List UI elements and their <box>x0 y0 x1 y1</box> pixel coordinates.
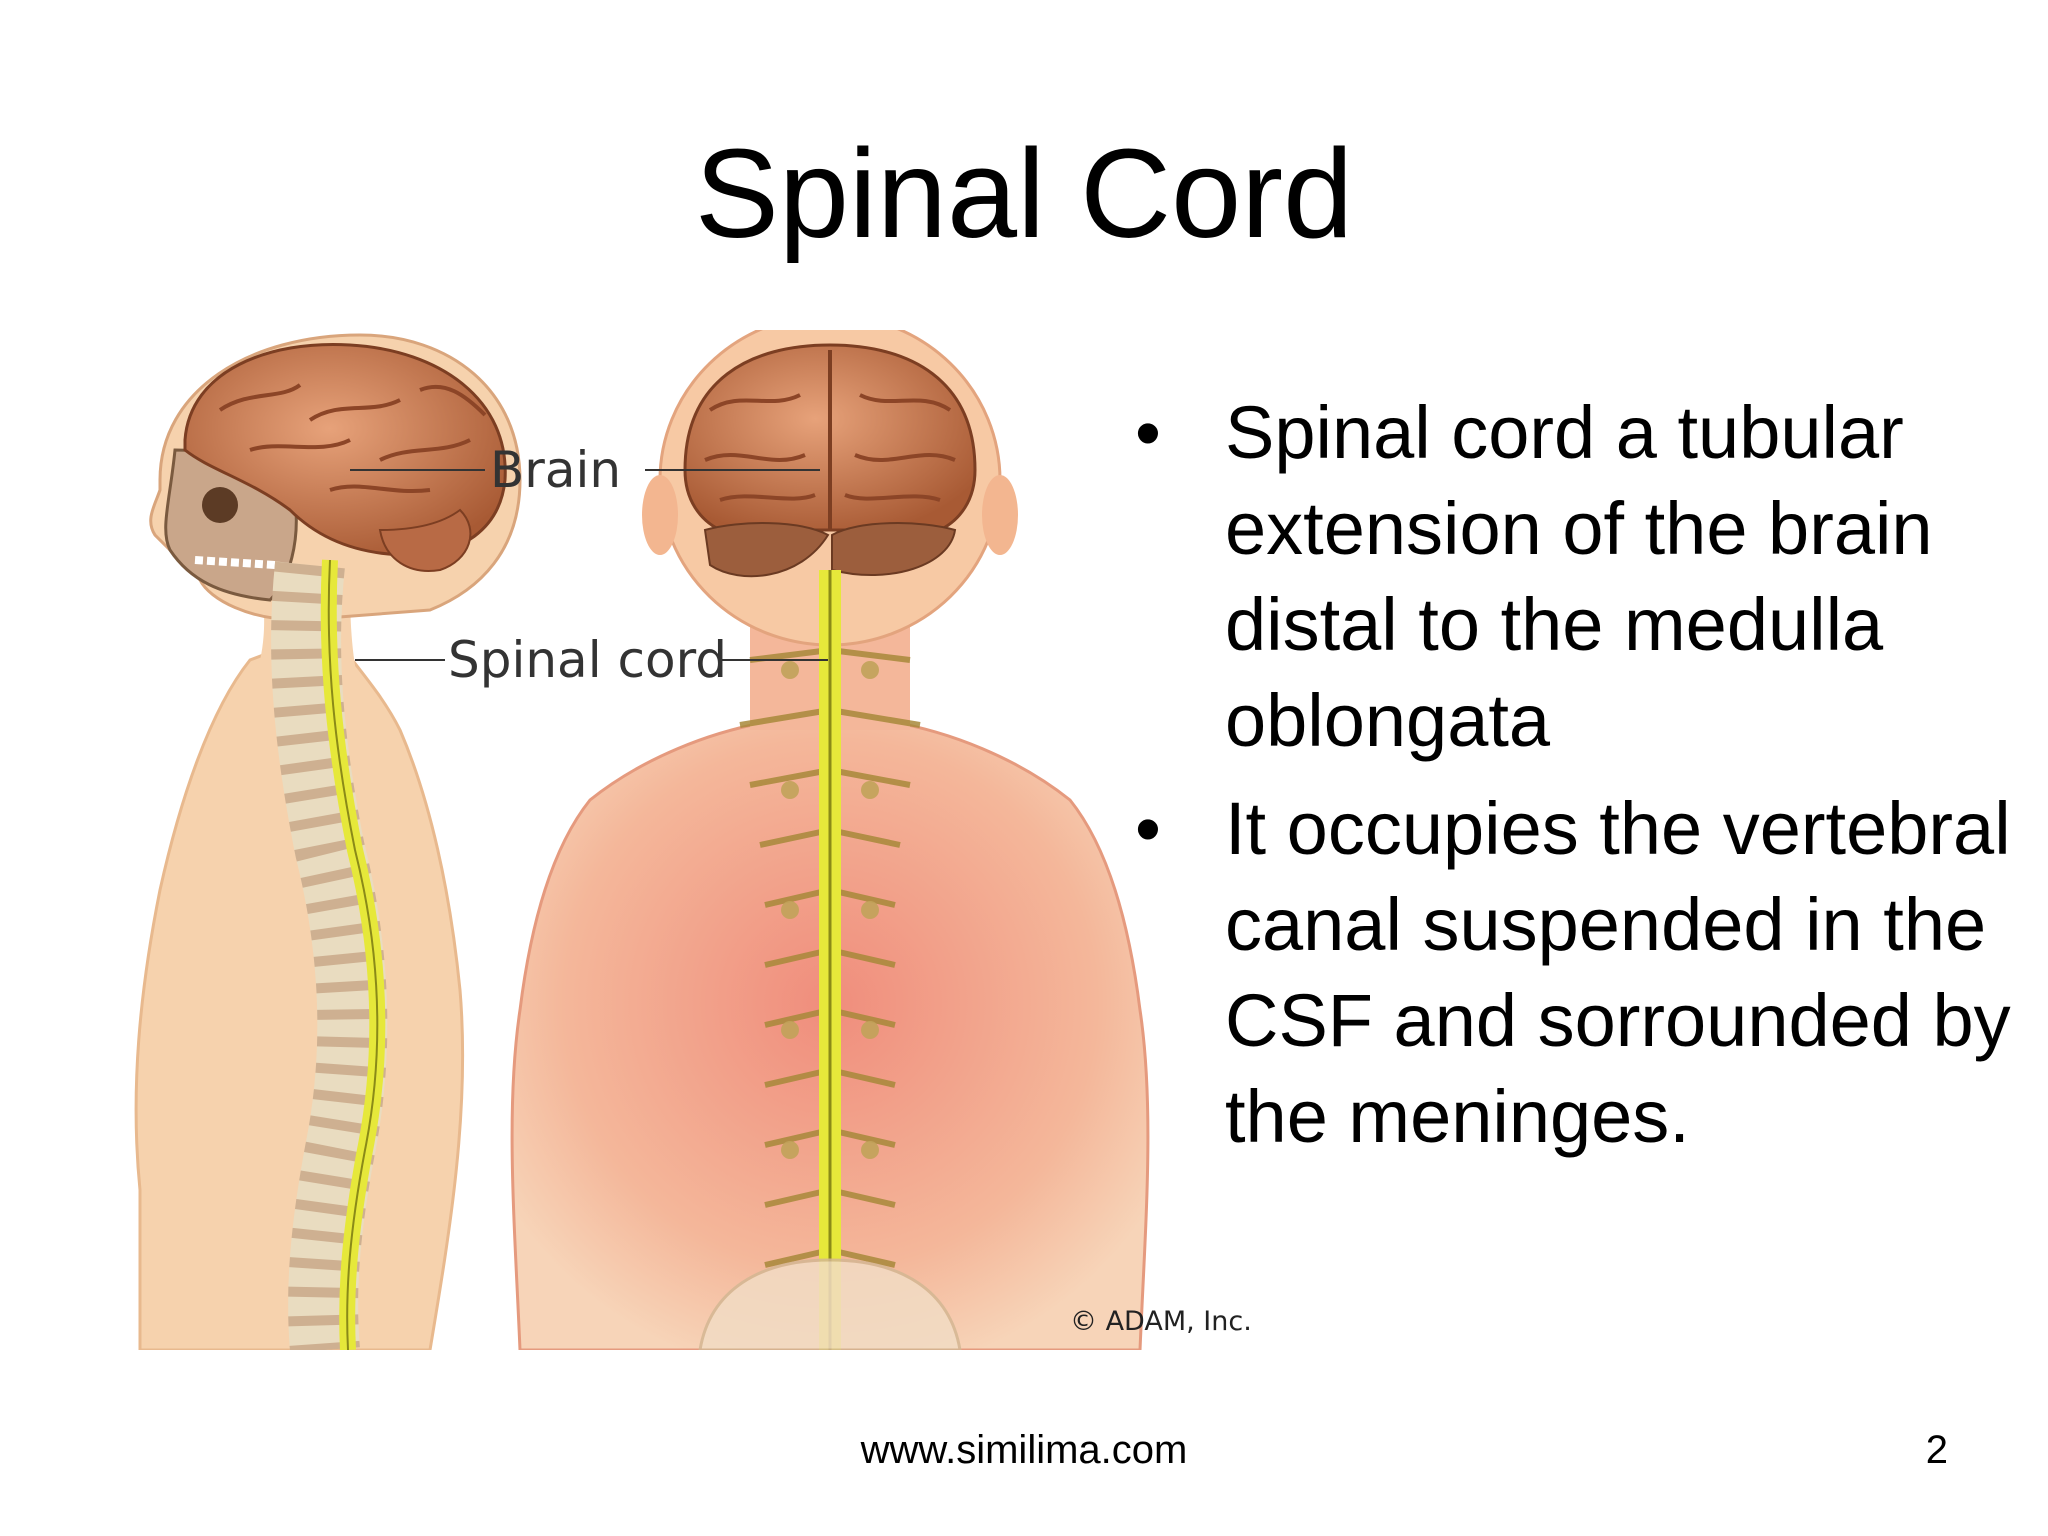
page-number: 2 <box>1925 1428 1948 1472</box>
brain-label: Brain <box>490 441 621 499</box>
slide-title: Spinal Cord <box>694 123 1354 264</box>
copyright-notice: © ADAM, Inc. <box>1070 1306 1252 1337</box>
bullet-item: • Spinal cord a tubular extension of the… <box>1130 385 2030 769</box>
spinal-cord-label: Spinal cord <box>448 631 727 689</box>
bullet-item: • It occupies the vertebral canal suspen… <box>1130 781 2030 1165</box>
bullet-text: It occupies the vertebral canal suspende… <box>1225 787 2011 1158</box>
bullet-dot: • <box>1135 787 1161 870</box>
side-view-figure <box>134 333 522 1350</box>
back-view-figure <box>510 330 1150 1350</box>
bullet-dot: • <box>1135 391 1161 474</box>
skull-eye-socket <box>202 487 238 523</box>
footer-url: www.similima.com <box>860 1428 1188 1472</box>
spinal-cord-illustration: Brain Spinal cord © ADAM, Inc. <box>134 330 1252 1350</box>
bullet-text: Spinal cord a tubular extension of the b… <box>1225 391 1933 762</box>
bullet-list: • Spinal cord a tubular extension of the… <box>1130 385 2030 1177</box>
